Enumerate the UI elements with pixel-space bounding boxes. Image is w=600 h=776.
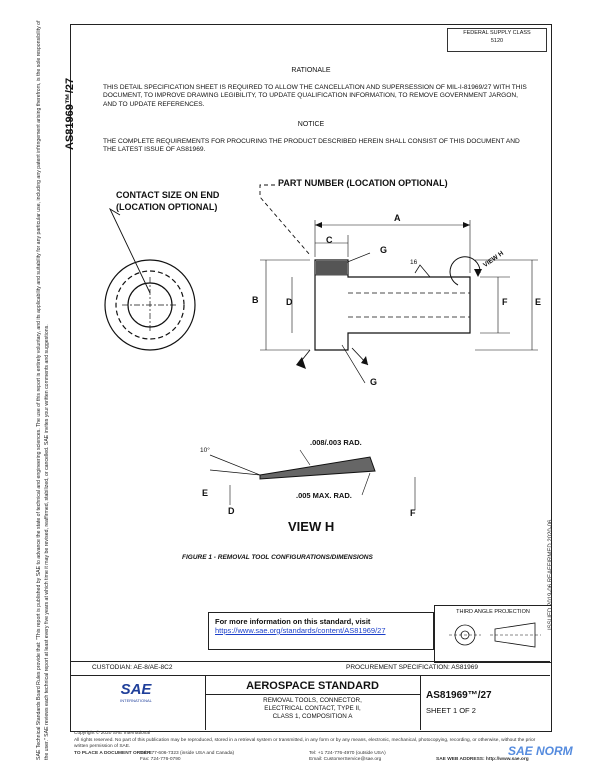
sheet-document-number: AS81969™/27 xyxy=(426,690,492,701)
title-block-top-line xyxy=(70,661,550,662)
view-h-taper xyxy=(259,456,376,480)
sheet-number: SHEET 1 OF 2 xyxy=(426,706,476,715)
side-view-outline xyxy=(314,259,471,351)
order-label: TO PLACE A DOCUMENT ORDER: xyxy=(74,750,152,756)
sae-board-rules-text: SAE Technical Standards Board Rules prov… xyxy=(36,20,50,760)
desc-line-3: CLASS 1, COMPOSITION A xyxy=(272,713,353,720)
rationale-text: THIS DETAIL SPECIFICATION SHEET IS REQUI… xyxy=(103,84,527,108)
document-description: REMOVAL TOOLS, CONNECTOR, ELECTRICAL CON… xyxy=(205,697,420,721)
rights-text: All rights reserved. No part of this pub… xyxy=(74,737,536,750)
surface-finish-16: 16 xyxy=(410,259,418,266)
title-block-divider-left xyxy=(205,675,206,730)
drawing-frame xyxy=(70,24,552,732)
standard-url-link[interactable]: https://www.sae.org/standards/content/AS… xyxy=(215,626,386,635)
side-document-number: AS81969™/27 xyxy=(64,77,76,150)
rationale-heading: RATIONALE xyxy=(291,67,331,74)
dim-d: D xyxy=(286,297,293,307)
web-address[interactable]: SAE WEB ADDRESS: http://www.sae.org xyxy=(436,756,529,762)
watermark: SAE NORM xyxy=(508,744,573,758)
view-h-f: F xyxy=(410,508,416,518)
email-text[interactable]: Email: CustomerService@sae.org xyxy=(309,756,382,762)
end-view-dashed-circle xyxy=(115,270,185,340)
end-view-outer-circle xyxy=(104,259,196,351)
procurement-label: PROCUREMENT SPECIFICATION: AS81969 xyxy=(346,664,478,671)
technical-drawing xyxy=(104,184,538,510)
third-angle-projection-box: THIRD ANGLE PROJECTION xyxy=(434,605,552,663)
desc-line-1: REMOVAL TOOLS, CONNECTOR, xyxy=(263,697,362,704)
figure-caption: FIGURE 1 - REMOVAL TOOL CONFIGURATIONS/D… xyxy=(182,554,373,561)
footer: Copyright © 2020 SAE International All r… xyxy=(74,731,544,765)
fax-text: Fax: 724-776-0790 xyxy=(140,756,181,762)
tel-inside: Tel: 877-606-7323 (inside USA and Canada… xyxy=(140,750,235,756)
part-number-label: PART NUMBER (LOCATION OPTIONAL) xyxy=(278,178,448,188)
federal-supply-class-box: FEDERAL SUPPLY CLASS 5120 xyxy=(447,28,547,52)
radius-2-label: .005 MAX. RAD. xyxy=(296,491,352,500)
dim-g-top: G xyxy=(380,245,388,255)
angle-10-label: 10° xyxy=(200,447,210,454)
contact-size-label: CONTACT SIZE ON END xyxy=(116,190,220,200)
dim-a: A xyxy=(394,213,401,223)
dim-f: F xyxy=(502,297,508,307)
custodian-label: CUSTODIAN: AE-8/AE-8C2 xyxy=(92,664,173,671)
hatched-chamfer xyxy=(316,261,347,275)
aerospace-standard-title: AEROSPACE STANDARD xyxy=(246,680,379,692)
title-block-divider-right xyxy=(420,675,421,730)
title-underline xyxy=(205,694,420,695)
notice-text: THE COMPLETE REQUIREMENTS FOR PROCURING … xyxy=(103,138,520,154)
dim-e: E xyxy=(535,297,542,307)
fsc-value: 5120 xyxy=(490,38,504,44)
sae-logo-text: SAE xyxy=(120,681,152,698)
sae-logo-subtext: INTERNATIONAL xyxy=(120,698,152,703)
desc-line-2: ELECTRICAL CONTACT, TYPE II, xyxy=(264,705,361,712)
radius-1-label: .008/.003 RAD. xyxy=(310,438,362,447)
view-h-title: VIEW H xyxy=(288,519,335,534)
dim-c: C xyxy=(326,235,333,245)
dim-g-bottom: G xyxy=(370,377,378,387)
more-info-text: For more information on this standard, v… xyxy=(215,617,371,626)
projection-symbol xyxy=(449,622,541,648)
contact-location-label: (LOCATION OPTIONAL) xyxy=(116,202,218,212)
fsc-label: FEDERAL SUPPLY CLASS xyxy=(463,30,531,36)
copyright-text: Copyright © 2020 SAE International xyxy=(74,731,151,736)
notice-heading: NOTICE xyxy=(297,121,325,128)
view-h-d: D xyxy=(228,506,235,516)
tel-outside: Tel: +1 724-776-4970 (outside USA) xyxy=(309,750,386,756)
more-info-box: For more information on this standard, v… xyxy=(208,612,434,650)
third-angle-label: THIRD ANGLE PROJECTION xyxy=(456,609,530,615)
dim-b: B xyxy=(252,295,259,305)
view-h-e: E xyxy=(202,488,209,498)
sae-logo: SAE INTERNATIONAL xyxy=(116,681,156,703)
title-block-mid-line xyxy=(70,675,550,676)
